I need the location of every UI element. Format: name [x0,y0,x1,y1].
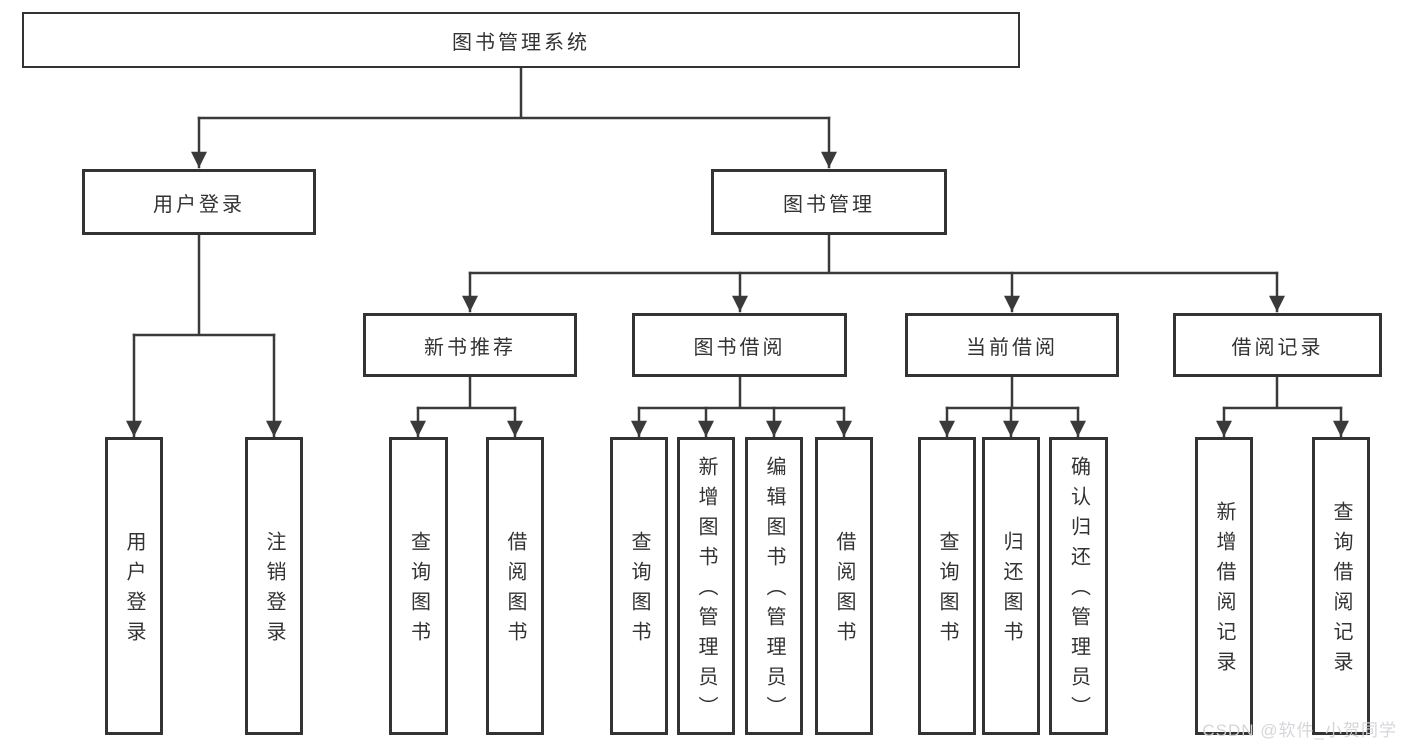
connector-book-mgmt-children [462,233,1285,313]
node-book-borrow-label: 图书借阅 [693,336,786,359]
node-user-login-label: 用户登录 [153,193,245,216]
connector-current-borrow-children [939,375,1086,438]
node-leaf-cb-confirm-return-label: 确认归还（管理员） [1067,456,1090,726]
connector-borrow-record-children [1216,375,1349,438]
node-leaf-bb-edit-book: 编辑图书（管理员） [745,437,803,735]
connector-user-login-children [126,233,282,438]
node-leaf-br-query-record: 查询借阅记录 [1312,437,1370,735]
node-leaf-logout-label: 注销登录 [263,531,285,651]
node-leaf-bb-edit-book-label: 编辑图书（管理员） [763,456,785,726]
node-book-borrow: 图书借阅 [632,313,847,377]
node-leaf-bb-query-book-label: 查询图书 [628,531,650,651]
node-leaf-user-login: 用户登录 [105,437,163,735]
connector-book-borrow-children [631,375,852,438]
node-leaf-bb-borrow-book-label: 借阅图书 [833,531,855,651]
node-borrow-record: 借阅记录 [1173,313,1382,377]
node-current-borrow: 当前借阅 [905,313,1119,377]
node-leaf-bb-query-book: 查询图书 [610,437,668,735]
node-book-mgmt-label: 图书管理 [783,193,875,216]
node-root-label: 图书管理系统 [452,31,590,54]
node-leaf-bb-add-book: 新增图书（管理员） [677,437,735,735]
node-leaf-bb-add-book-label: 新增图书（管理员） [695,456,717,726]
node-leaf-user-login-label: 用户登录 [123,531,145,651]
node-leaf-rec-borrow-book: 借阅图书 [486,437,544,735]
node-new-book-rec-label: 新书推荐 [424,336,516,359]
node-leaf-bb-borrow-book: 借阅图书 [815,437,873,735]
watermark: CSDN @软件_小贺同学 [1202,721,1397,740]
node-leaf-rec-query-book: 查询图书 [389,437,448,735]
node-leaf-br-add-record: 新增借阅记录 [1195,437,1253,735]
node-user-login: 用户登录 [82,169,316,235]
node-leaf-cb-return-book: 归还图书 [982,437,1040,735]
node-leaf-rec-borrow-book-label: 借阅图书 [504,531,526,651]
connector-new-book-rec-children [410,375,523,438]
node-root: 图书管理系统 [22,12,1020,68]
node-current-borrow-label: 当前借阅 [966,336,1058,359]
node-leaf-cb-query-book: 查询图书 [918,437,976,735]
node-leaf-br-add-record-label: 新增借阅记录 [1213,501,1235,681]
node-leaf-rec-query-book-label: 查询图书 [407,531,430,651]
node-book-mgmt: 图书管理 [711,169,947,235]
node-new-book-rec: 新书推荐 [363,313,577,377]
node-leaf-cb-query-book-label: 查询图书 [936,531,958,651]
node-leaf-logout: 注销登录 [245,437,303,735]
connector-root-to-level2 [191,66,837,169]
node-leaf-cb-confirm-return: 确认归还（管理员） [1049,437,1108,735]
node-leaf-br-query-record-label: 查询借阅记录 [1330,501,1352,681]
node-leaf-cb-return-book-label: 归还图书 [1000,531,1022,651]
node-borrow-record-label: 借阅记录 [1231,336,1324,359]
